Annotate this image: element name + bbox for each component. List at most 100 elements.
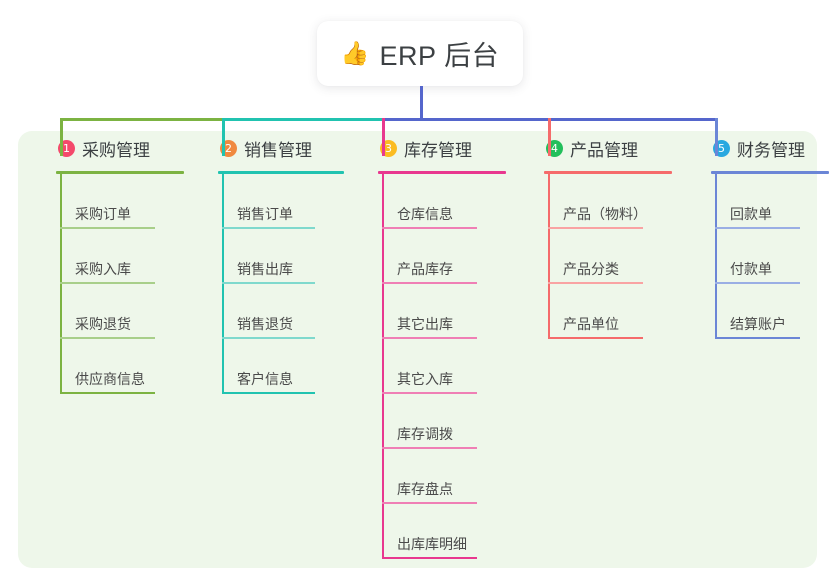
leaf-item-label: 仓库信息 — [397, 206, 453, 222]
leaf-item[interactable]: 库存盘点 — [382, 449, 510, 504]
leaf-item-label: 产品（物料） — [563, 206, 647, 222]
leaf-item-rule — [382, 227, 477, 229]
leaf-item-label: 库存盘点 — [397, 481, 453, 497]
branch-title-4: 产品管理 — [570, 140, 638, 160]
leaf-item-rule — [382, 447, 477, 449]
leaf-item-label: 其它出库 — [397, 316, 453, 332]
leaf-item[interactable]: 产品库存 — [382, 229, 510, 284]
leaf-item-rule — [60, 337, 155, 339]
leaf-item-label: 付款单 — [730, 261, 772, 277]
branch-items-2: 销售订单销售出库销售退货客户信息 — [200, 174, 348, 394]
leaf-item[interactable]: 其它出库 — [382, 284, 510, 339]
leaf-item[interactable]: 结算账户 — [715, 284, 833, 339]
leaf-item-rule — [548, 337, 643, 339]
leaf-item-rule — [548, 227, 643, 229]
leaf-item-rule — [715, 282, 800, 284]
branch-drop-1 — [60, 118, 63, 156]
bus-segment-left — [60, 118, 225, 121]
leaf-item-rule — [715, 227, 800, 229]
branch-rule-1 — [56, 171, 184, 174]
leaf-item[interactable]: 付款单 — [715, 229, 833, 284]
thumbs-up-icon: 👍 — [340, 40, 370, 66]
leaf-item-label: 结算账户 — [730, 316, 786, 332]
root-node-card[interactable]: 👍 ERP 后台 — [317, 21, 523, 86]
branch-items-1: 采购订单采购入库采购退货供应商信息 — [38, 174, 188, 394]
leaf-item-label: 其它入库 — [397, 371, 453, 387]
leaf-item-label: 销售出库 — [237, 261, 293, 277]
leaf-item-rule — [222, 227, 315, 229]
leaf-item-rule — [222, 337, 315, 339]
leaf-item[interactable]: 销售退货 — [222, 284, 348, 339]
leaf-item-rule — [382, 282, 477, 284]
branch-stem-4 — [548, 174, 550, 339]
branch-drop-2 — [222, 118, 225, 156]
leaf-item-rule — [382, 502, 477, 504]
diagram-panel — [18, 131, 817, 568]
branch-title-3: 库存管理 — [404, 140, 472, 160]
leaf-item-rule — [60, 392, 155, 394]
leaf-item[interactable]: 其它入库 — [382, 339, 510, 394]
branch-stem-5 — [715, 174, 717, 339]
leaf-item[interactable]: 回款单 — [715, 174, 833, 229]
leaf-item[interactable]: 产品单位 — [548, 284, 676, 339]
leaf-item[interactable]: 销售订单 — [222, 174, 348, 229]
branch-title-2: 销售管理 — [244, 140, 312, 160]
leaf-item[interactable]: 供应商信息 — [60, 339, 188, 394]
branch-rule-2 — [218, 171, 344, 174]
leaf-item-rule — [382, 557, 477, 559]
leaf-item[interactable]: 产品（物料） — [548, 174, 676, 229]
leaf-item-label: 供应商信息 — [75, 371, 145, 387]
leaf-item-rule — [60, 227, 155, 229]
branch-items-4: 产品（物料） 产品分类产品单位 — [526, 174, 676, 339]
leaf-item-label: 产品库存 — [397, 261, 453, 277]
leaf-item-label: 产品分类 — [563, 261, 619, 277]
branch-stem-2 — [222, 174, 224, 394]
leaf-item-label: 产品单位 — [563, 316, 619, 332]
leaf-item[interactable]: 采购订单 — [60, 174, 188, 229]
branch-rule-3 — [378, 171, 506, 174]
leaf-item[interactable]: 库存调拨 — [382, 394, 510, 449]
leaf-item-label: 采购入库 — [75, 261, 131, 277]
root-node-title: ERP 后台 — [379, 41, 500, 71]
bus-segment-mid — [222, 118, 385, 121]
branch-rule-4 — [544, 171, 672, 174]
branch-drop-3 — [382, 118, 385, 156]
leaf-item-rule — [715, 337, 800, 339]
root-connector-stem — [420, 86, 423, 121]
leaf-item-label: 库存调拨 — [397, 426, 453, 442]
leaf-item[interactable]: 销售出库 — [222, 229, 348, 284]
leaf-item-rule — [548, 282, 643, 284]
branch-title-5: 财务管理 — [737, 140, 805, 160]
leaf-item-rule — [382, 337, 477, 339]
branch-title-1: 采购管理 — [82, 140, 150, 160]
leaf-item-rule — [382, 392, 477, 394]
leaf-item[interactable]: 产品分类 — [548, 229, 676, 284]
branch-items-3: 仓库信息产品库存其它出库其它入库库存调拨库存盘点出库库明细 — [360, 174, 510, 559]
branch-stem-3 — [382, 174, 384, 559]
leaf-item-rule — [222, 392, 315, 394]
leaf-item[interactable]: 客户信息 — [222, 339, 348, 394]
leaf-item-label: 回款单 — [730, 206, 772, 222]
leaf-item[interactable]: 仓库信息 — [382, 174, 510, 229]
leaf-item-label: 销售订单 — [237, 206, 293, 222]
branch-drop-4 — [548, 118, 551, 156]
leaf-item[interactable]: 出库库明细 — [382, 504, 510, 559]
branch-items-5: 回款单付款单结算账户 — [693, 174, 833, 339]
leaf-item[interactable]: 采购入库 — [60, 229, 188, 284]
leaf-item-rule — [60, 282, 155, 284]
leaf-item-label: 出库库明细 — [397, 536, 467, 552]
leaf-item-label: 采购订单 — [75, 206, 131, 222]
leaf-item-label: 客户信息 — [237, 371, 293, 387]
leaf-item-label: 采购退货 — [75, 316, 131, 332]
leaf-item[interactable]: 采购退货 — [60, 284, 188, 339]
leaf-item-label: 销售退货 — [237, 316, 293, 332]
branch-stem-1 — [60, 174, 62, 394]
branch-rule-5 — [711, 171, 829, 174]
